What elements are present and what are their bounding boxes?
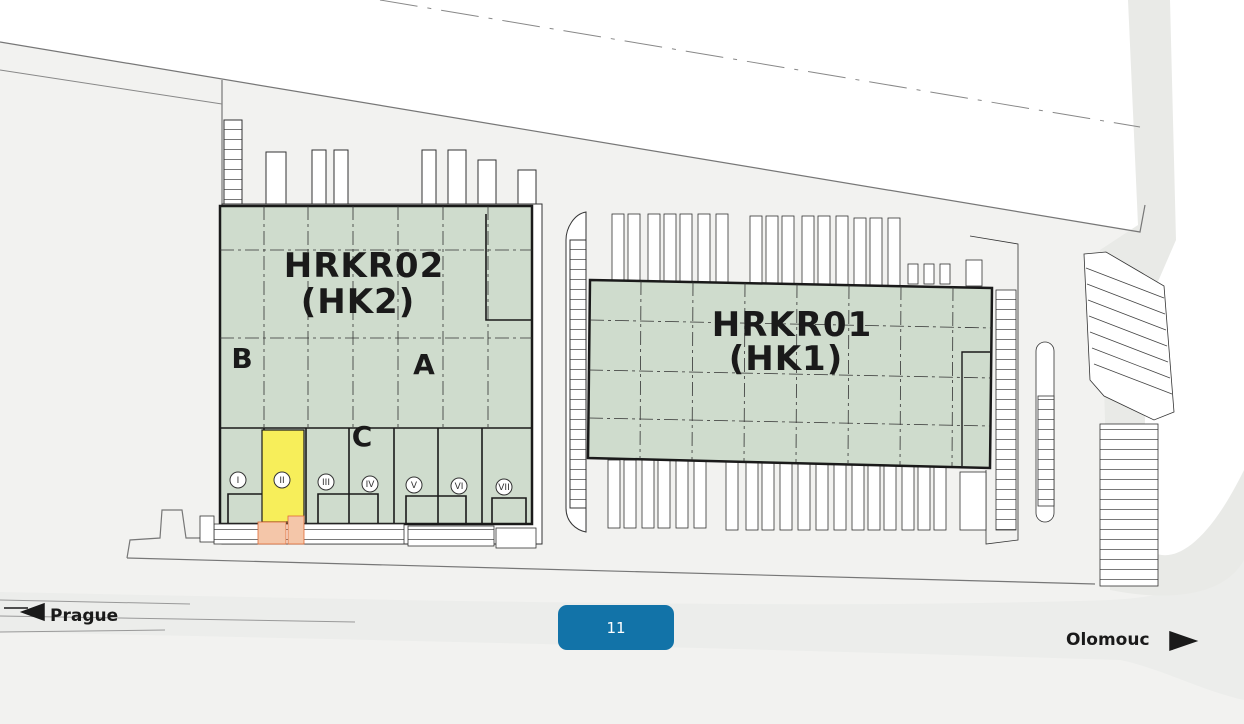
- arrow-right-icon: [1169, 630, 1199, 652]
- hrkr02-alias: (HK2): [301, 282, 416, 322]
- svg-text:IV: IV: [366, 480, 376, 490]
- svg-text:V: V: [411, 481, 418, 491]
- section-c-label: C: [352, 420, 373, 453]
- hrkr01-right-parking: [959, 235, 1055, 545]
- building-hrkr02: HRKR02 (HK2) B A C: [218, 203, 543, 545]
- svg-text:II: II: [279, 476, 284, 486]
- svg-text:VI: VI: [455, 482, 464, 492]
- hrkr02-name: HRKR02: [284, 246, 444, 286]
- section-b-label: B: [231, 342, 252, 375]
- hrkr02-truck-docks: [223, 119, 537, 211]
- east-parking-lot: [1083, 251, 1175, 587]
- hrkr02-front-parking: [199, 515, 537, 549]
- direction-east: Olomouc: [1066, 630, 1199, 652]
- direction-west: Prague: [4, 602, 118, 626]
- direction-label-prague: Prague: [50, 606, 118, 626]
- unit-marker-ii[interactable]: II: [273, 471, 291, 489]
- arrow-left-icon: [4, 602, 45, 622]
- rail-line: [379, 0, 1141, 128]
- hrkr01-side-lot: [565, 211, 587, 533]
- road-number-badge: 11: [558, 605, 674, 650]
- hrkr01-truck-docks: [607, 213, 951, 531]
- hrkr01-name: HRKR01: [712, 305, 872, 345]
- svg-text:VII: VII: [498, 483, 509, 493]
- unit-marker-iii[interactable]: III: [317, 473, 335, 491]
- unit-marker-vii[interactable]: VII: [495, 478, 513, 496]
- hrkr01-alias: (HK1): [729, 339, 844, 379]
- unit-marker-vi[interactable]: VI: [450, 477, 468, 495]
- unit-marker-i[interactable]: I: [229, 471, 247, 489]
- svg-text:I: I: [237, 476, 240, 486]
- section-a-label: A: [413, 348, 435, 381]
- unit-marker-v[interactable]: V: [405, 476, 423, 494]
- building-hrkr01: HRKR01 (HK1): [586, 278, 994, 470]
- svg-text:III: III: [322, 478, 330, 488]
- unit-markers: I II III IV V VI VII: [229, 471, 513, 496]
- direction-label-olomouc: Olomouc: [1066, 630, 1150, 650]
- unit-marker-iv[interactable]: IV: [361, 475, 379, 493]
